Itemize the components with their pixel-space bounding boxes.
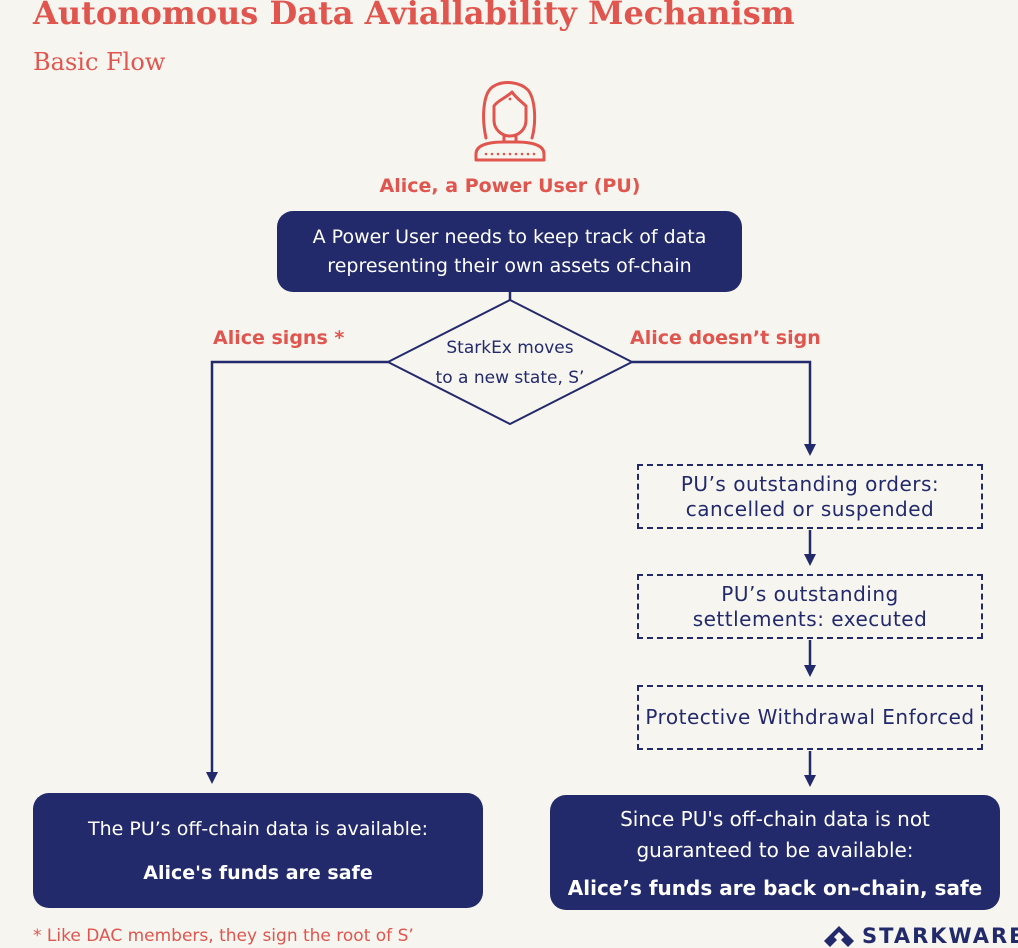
- decision-line2: to a new state, S’: [435, 368, 585, 388]
- page-subtitle: Basic Flow: [33, 48, 166, 76]
- step-withdrawal-box: Protective Withdrawal Enforced: [637, 685, 983, 750]
- power-user-label: Alice, a Power User (PU): [379, 175, 641, 197]
- user-avatar-icon: [474, 81, 546, 162]
- power-user-box-line2: representing their own assets of-chain: [327, 254, 692, 277]
- decision-diamond: [385, 298, 635, 426]
- result-safe-line1: The PU’s off-chain data is available:: [88, 817, 428, 840]
- branch-label-doesnt-sign: Alice doesn’t sign: [630, 327, 821, 349]
- step-orders-line1: PU’s outstanding orders:: [680, 471, 940, 496]
- result-onchain-line3: Alice’s funds are back on-chain, safe: [567, 875, 983, 900]
- page-title: Autonomous Data Aviallability Mechanism: [33, 0, 795, 32]
- step-orders-box: PU’s outstanding orders: cancelled or su…: [637, 464, 983, 529]
- footnote: * Like DAC members, they sign the root o…: [33, 926, 414, 946]
- result-onchain-line1: Since PU's off-chain data is not: [620, 806, 930, 831]
- step-settlements-line2: settlements: executed: [692, 606, 928, 631]
- step-orders-line2: cancelled or suspended: [685, 496, 935, 521]
- connector-right-branch: [632, 360, 816, 456]
- result-safe-line2: Alice's funds are safe: [143, 861, 373, 884]
- power-user-box: A Power User needs to keep track of data…: [277, 211, 742, 292]
- power-user-box-line1: A Power User needs to keep track of data: [312, 225, 707, 248]
- step-withdrawal-line1: Protective Withdrawal Enforced: [645, 705, 975, 729]
- decision-line1: StarkEx moves: [446, 338, 574, 358]
- branch-label-signs: Alice signs *: [213, 327, 345, 349]
- result-onchain-box: Since PU's off-chain data is not guarant…: [550, 795, 1000, 910]
- result-onchain-line2: guaranteed to be available:: [636, 837, 914, 862]
- brand-name: STARKWARE: [862, 924, 1018, 948]
- brand: STARKWARE: [822, 924, 1018, 948]
- starkware-logo-icon: [824, 926, 854, 947]
- result-safe-box: The PU’s off-chain data is available: Al…: [33, 793, 483, 908]
- decision-text: StarkEx moves to a new state, S’: [410, 333, 610, 393]
- step-settlements-box: PU’s outstanding settlements: executed: [637, 574, 983, 639]
- connector-left-branch: [206, 360, 388, 784]
- step-settlements-line1: PU’s outstanding: [721, 581, 899, 606]
